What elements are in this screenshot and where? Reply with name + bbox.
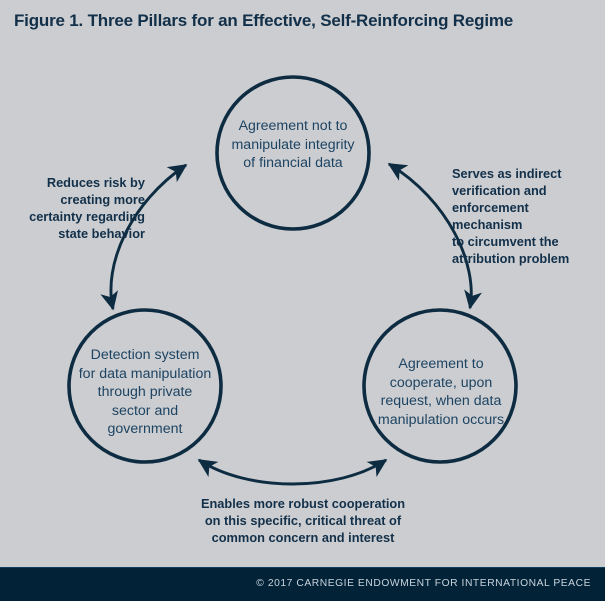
footer-bar: © 2017 CARNEGIE ENDOWMENT FOR INTERNATIO…: [0, 567, 605, 601]
connector-arrow-right: [387, 162, 482, 310]
connector-label-right: Serves as indirect verification and enfo…: [452, 166, 570, 266]
connector-arrow-bottom: [197, 458, 388, 486]
pillar-label-left: Detection system for data manipulation t…: [78, 347, 212, 437]
page-title: Figure 1. Three Pillars for an Effective…: [14, 11, 514, 30]
copyright-credit: © 2017 CARNEGIE ENDOWMENT FOR INTERNATIO…: [256, 578, 591, 589]
pillar-circle-right: [362, 308, 518, 464]
pillar-circle-top: [215, 75, 371, 231]
connector-label-bottom: Enables more robust cooperation on this …: [200, 496, 406, 545]
connector-arrow-left: [100, 163, 188, 311]
pillar-label-right: Agreement to cooperate, upon request, wh…: [377, 356, 505, 428]
connector-label-left: Reduces risk by creating more certainty …: [29, 175, 145, 241]
pillar-label-top: Agreement not to manipulate integrity of…: [231, 118, 355, 171]
